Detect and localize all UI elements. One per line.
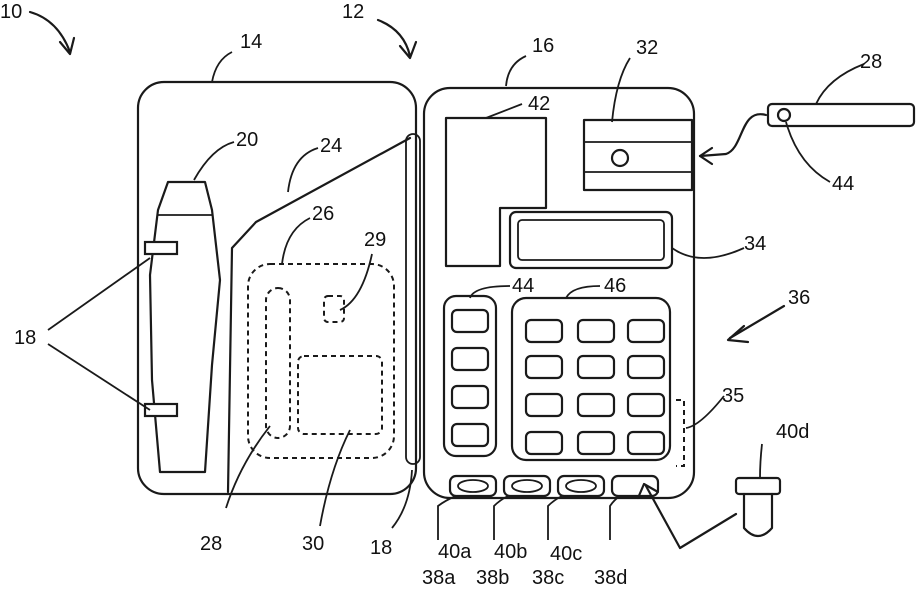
- strip-vial-outline: [266, 288, 290, 438]
- function-keys: [452, 310, 488, 446]
- keypad-key: [526, 356, 562, 378]
- leader-line: [212, 52, 232, 82]
- leader-line: [566, 286, 600, 298]
- keypad-key: [526, 320, 562, 342]
- label-35: 35: [722, 385, 744, 407]
- leader-line: [392, 470, 412, 528]
- ref-arrow-36: [730, 306, 784, 338]
- vial-arrow: [646, 486, 736, 548]
- label-40a: 40a: [438, 541, 472, 563]
- label-29: 29: [364, 229, 386, 251]
- leader-line: [288, 148, 318, 192]
- leader-line: [760, 444, 762, 478]
- leader-line: [686, 396, 724, 428]
- port-bracket: [676, 400, 684, 466]
- storage-region: [248, 264, 394, 458]
- function-key: [452, 348, 488, 370]
- clip-upper: [145, 242, 177, 254]
- meter-outline: [298, 356, 382, 434]
- storage-compartment: [446, 118, 546, 266]
- keypad-key: [628, 432, 664, 454]
- label-44-keys: 44: [512, 275, 534, 297]
- leader-line: [506, 56, 526, 86]
- label-18-clips: 18: [14, 327, 36, 349]
- keypad-key: [628, 394, 664, 416]
- label-36: 36: [788, 287, 810, 309]
- leader-line: [320, 430, 350, 526]
- leader-line: [194, 142, 234, 180]
- leader-line: [438, 496, 456, 540]
- keypad-keys: [526, 320, 664, 454]
- lancing-device: [150, 182, 220, 472]
- label-28-strip: 28: [860, 51, 882, 73]
- leader-line: [48, 258, 150, 330]
- label-40c: 40c: [550, 543, 582, 565]
- port-38d: [612, 476, 658, 496]
- label-30: 30: [302, 533, 324, 555]
- hinge: [406, 134, 420, 464]
- keypad-key: [628, 320, 664, 342]
- vial-body: [744, 494, 772, 536]
- function-key: [452, 310, 488, 332]
- label-24: 24: [320, 135, 342, 157]
- function-key: [452, 424, 488, 446]
- label-32: 32: [636, 37, 658, 59]
- label-16: 16: [532, 35, 554, 57]
- label-10: 10: [0, 1, 22, 23]
- leader-line: [816, 64, 864, 104]
- leader-line: [786, 122, 830, 182]
- function-key: [452, 386, 488, 408]
- label-44-strip: 44: [832, 173, 854, 195]
- leader-line: [612, 58, 630, 122]
- label-20: 20: [236, 129, 258, 151]
- leader-line: [282, 218, 310, 264]
- keypad-key: [578, 432, 614, 454]
- strip-port: [584, 120, 692, 190]
- label-12: 12: [342, 1, 364, 23]
- vial-cap: [736, 478, 780, 494]
- keypad-key: [628, 356, 664, 378]
- leader-line: [48, 344, 150, 410]
- port-38a: [450, 476, 496, 496]
- label-38b: 38b: [476, 567, 509, 589]
- leader-line: [548, 496, 562, 540]
- label-34: 34: [744, 233, 766, 255]
- label-38c: 38c: [532, 567, 564, 589]
- strip-port-hole: [612, 150, 628, 166]
- label-40d: 40d: [776, 421, 809, 443]
- test-strip-sample-area: [778, 109, 790, 121]
- keypad-key: [578, 356, 614, 378]
- label-28-region: 28: [200, 533, 222, 555]
- label-40b: 40b: [494, 541, 527, 563]
- port-38b: [504, 476, 550, 496]
- keypad-key: [578, 320, 614, 342]
- leader-line: [486, 104, 522, 118]
- label-46: 46: [604, 275, 626, 297]
- keypad-key: [526, 394, 562, 416]
- keypad-key: [578, 394, 614, 416]
- label-38a: 38a: [422, 567, 456, 589]
- keypad-key: [526, 432, 562, 454]
- port-38c: [558, 476, 604, 496]
- label-18-hinge: 18: [370, 537, 392, 559]
- label-14: 14: [240, 31, 262, 53]
- label-26: 26: [312, 203, 334, 225]
- label-38d: 38d: [594, 567, 627, 589]
- display-screen-inner: [518, 220, 664, 260]
- label-42: 42: [528, 93, 550, 115]
- pouch-partition: [228, 138, 410, 492]
- leader-line: [494, 496, 508, 540]
- leader-line: [672, 248, 744, 258]
- leader-line: [610, 496, 620, 540]
